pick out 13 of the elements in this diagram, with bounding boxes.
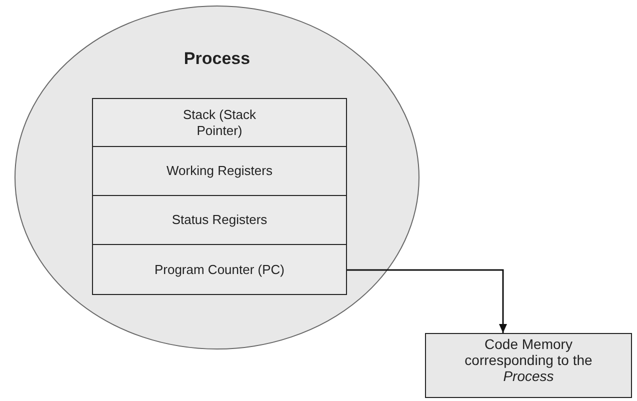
node-label: Working Registers — [166, 163, 272, 179]
node-label: Status Registers — [172, 212, 268, 228]
register-row — [92, 147, 347, 196]
process-ellipse — [14, 5, 420, 350]
register-row — [92, 196, 347, 245]
node-label: Code Memory corresponding to the Process — [464, 336, 594, 384]
node-label: Program Counter (PC) — [154, 262, 285, 278]
title-label: Process — [184, 51, 250, 67]
register-row — [92, 245, 347, 295]
register-row — [92, 98, 347, 147]
memory-box — [425, 333, 632, 398]
arrow — [347, 269, 507, 333]
node-label: Stack (Stack Pointer) — [182, 106, 257, 138]
